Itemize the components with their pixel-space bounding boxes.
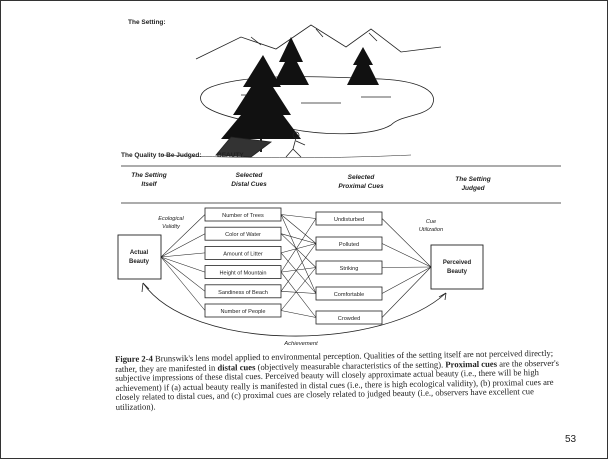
tree-large: [221, 55, 301, 139]
ecological-link: [160, 214, 206, 258]
proximal-cue-label: Crowded: [338, 316, 360, 322]
utilization-link: [381, 243, 432, 268]
header-col3-line2: Proximal Cues: [338, 183, 384, 190]
ecological-link: [160, 256, 206, 292]
figure-caption: Figure 2-4 Brunswik's lens model applied…: [115, 348, 568, 413]
header-col1-line1: The Setting: [131, 172, 166, 179]
cue-link: [280, 214, 317, 219]
ecological-link: [160, 256, 206, 311]
proximal-cue-box: [315, 286, 383, 301]
proximal-cue-box: [315, 211, 383, 226]
achievement-arrow: [142, 282, 447, 337]
proximal-cue-box: [315, 260, 383, 275]
distal-cue-box: [204, 265, 282, 280]
utilization-link: [381, 218, 432, 268]
ecological-link: [160, 233, 206, 258]
header-col1-line2: Itself: [141, 181, 157, 188]
tree-mid: [273, 37, 309, 85]
cue-utilization-line1: Cue: [426, 219, 436, 225]
distal-cue-label: Amount of Litter: [223, 251, 263, 257]
distal-cue-box: [204, 207, 282, 222]
proximal-cue-label: Undisturbed: [334, 217, 364, 223]
actual-beauty-box: [117, 234, 162, 280]
cue-link: [280, 233, 317, 244]
cue-link: [280, 233, 317, 268]
perceived-beauty-line2: Beauty: [447, 269, 468, 275]
cue-link: [280, 271, 317, 318]
cue-link: [280, 214, 317, 294]
header-col3-line1: Selected: [348, 174, 376, 181]
proximal-cue-label: Comfortable: [334, 292, 364, 298]
distal-cue-label: Number of People: [220, 309, 265, 315]
perceived-beauty-box: [430, 244, 484, 290]
utilization-link: [381, 266, 432, 268]
svg-text:The Quality to Be Judged:: The Quality to Be Judged:: [121, 152, 202, 159]
proximal-cue-label: Striking: [340, 266, 359, 272]
actual-beauty-line1: Actual: [130, 250, 149, 256]
header-col2-line2: Distal Cues: [231, 181, 267, 188]
distal-cue-label: Number of Trees: [222, 213, 264, 219]
cue-link: [280, 267, 317, 273]
header-col2-line1: Selected: [236, 172, 264, 179]
ecological-validity-line1: Ecological: [158, 216, 184, 222]
tent: [215, 136, 273, 158]
quality-value: BEAUTY: [217, 152, 244, 159]
actual-beauty-line2: Beauty: [129, 259, 150, 265]
cue-link: [280, 267, 317, 311]
cue-link: [280, 214, 317, 244]
tree-right: [347, 47, 379, 85]
distal-cue-box: [204, 303, 282, 318]
distal-cue-label: Color of Water: [225, 232, 261, 238]
setting-illustration: [160, 24, 442, 158]
quality-label: The Quality to Be Judged:: [121, 152, 202, 159]
setting-label: The Setting:: [128, 19, 166, 26]
distal-cue-label: Height of Mountain: [220, 271, 267, 277]
cue-utilization-line2: Utilization: [419, 227, 443, 233]
distal-cue-box: [204, 226, 282, 241]
proximal-cue-label: Polluted: [339, 242, 359, 248]
ecological-validity-line2: Validity: [162, 224, 181, 230]
distal-cue-box: [204, 245, 282, 260]
ecological-link: [160, 256, 206, 273]
proximal-cue-box: [315, 236, 383, 251]
cue-link: [280, 291, 317, 294]
proximal-cue-box: [315, 310, 383, 325]
header-col4-line2: Judged: [461, 185, 485, 192]
page-number: 53: [565, 434, 577, 445]
lens-model-figure: The Setting: The Quality to Be Judged: B…: [117, 19, 561, 347]
cue-link: [280, 218, 317, 273]
utilization-link: [381, 266, 432, 294]
achievement-label: Achievement: [283, 341, 318, 347]
cue-connections: [160, 214, 432, 318]
distal-cue-box: [204, 284, 282, 299]
utilization-link: [381, 266, 432, 318]
proximal-cues: UndisturbedPollutedStrikingComfortableCr…: [315, 211, 383, 325]
cue-link: [280, 252, 317, 294]
header-col4-line1: The Setting: [455, 176, 490, 183]
distal-cue-label: Sandiness of Beach: [218, 290, 268, 296]
cue-link: [280, 243, 317, 254]
perceived-beauty-line1: Perceived: [443, 260, 472, 266]
cue-link: [280, 310, 317, 318]
ecological-link: [160, 252, 206, 258]
cue-link: [280, 243, 317, 292]
